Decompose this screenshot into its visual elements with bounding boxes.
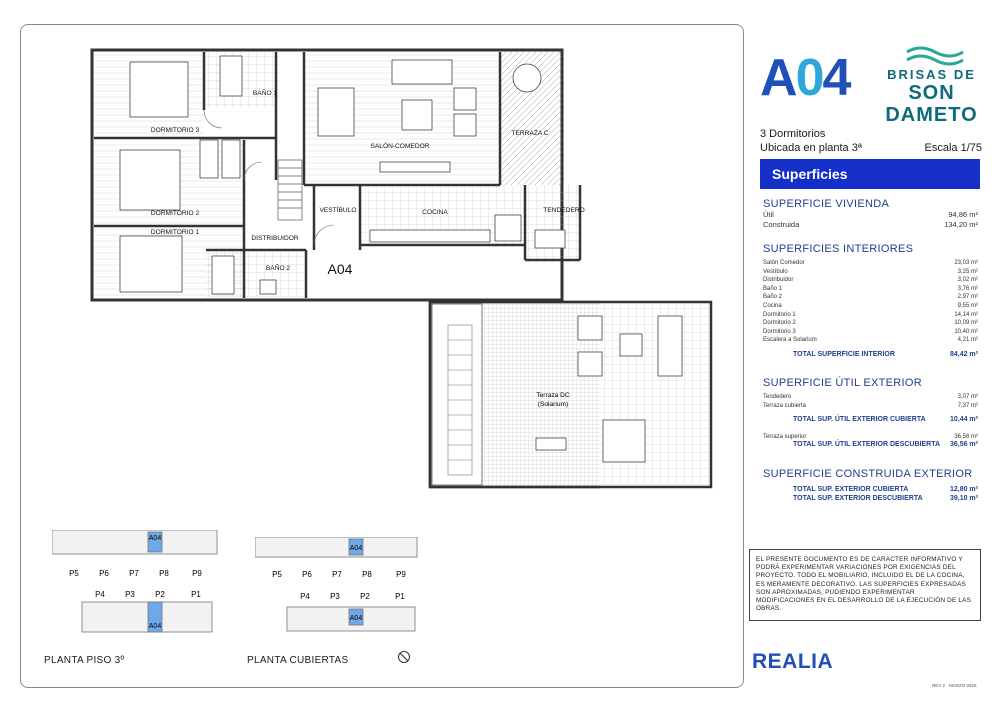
unit-meta: 3 Dormitorios Ubicada en planta 3ª Escal… xyxy=(760,127,982,155)
label-terraza-dc: Terraza DC xyxy=(536,392,570,399)
label-planta-piso: PLANTA PISO 3º xyxy=(44,655,125,666)
svg-text:P8: P8 xyxy=(362,570,372,579)
svg-text:P6: P6 xyxy=(302,570,312,579)
interior-walls xyxy=(94,52,582,298)
label-salon: SALÓN-COMEDOR xyxy=(371,141,430,150)
svg-text:P1: P1 xyxy=(395,592,405,601)
tendedero-floor xyxy=(525,185,580,260)
svg-text:P1: P1 xyxy=(191,590,201,599)
solarium-plan: Terraza DC (Solarium) xyxy=(428,300,713,489)
unit-label-plan: A04 xyxy=(328,261,353,277)
company-logo: REALIA xyxy=(752,650,834,673)
svg-text:P6: P6 xyxy=(99,569,109,578)
label-banyo2: BAÑO 2 xyxy=(266,263,291,272)
label-dorm2: DORMITORIO 2 xyxy=(151,210,200,217)
label-solarium: (Solarium) xyxy=(538,401,568,408)
logo: A04 BRISAS DE SON DAMETO xyxy=(760,46,985,126)
svg-text:P9: P9 xyxy=(192,569,202,578)
svg-text:P3: P3 xyxy=(330,592,340,601)
svg-text:P2: P2 xyxy=(155,590,165,599)
keyplan-piso: A04 A04 P5 P6 P7 P8 P9 P4 P3 P2 P1 xyxy=(52,530,218,633)
location-text: Ubicada en planta 3ª xyxy=(760,142,862,154)
svg-text:A04: A04 xyxy=(350,615,363,622)
svg-text:P7: P7 xyxy=(129,569,139,578)
svg-text:P3: P3 xyxy=(125,590,135,599)
label-vestibulo: VESTÍBULO xyxy=(319,205,356,214)
svg-text:P9: P9 xyxy=(396,570,406,579)
svg-text:A04: A04 xyxy=(149,535,162,542)
superficies-header: Superficies xyxy=(760,159,980,189)
brand-name: BRISAS DE SON DAMETO xyxy=(885,67,978,127)
scale-text: Escala 1/75 xyxy=(924,142,982,154)
bedrooms-text: 3 Dormitorios xyxy=(760,128,826,140)
stair xyxy=(277,159,303,221)
label-terraza-c: TERRAZA C xyxy=(511,130,548,137)
svg-text:P4: P4 xyxy=(95,590,105,599)
svg-text:P5: P5 xyxy=(69,569,79,578)
label-tendedero: TENDEDERO xyxy=(543,207,584,214)
svg-text:P7: P7 xyxy=(332,570,342,579)
label-cocina: COCINA xyxy=(422,209,448,216)
disclaimer-note: EL PRESENTE DOCUMENTO ES DE CARACTER INF… xyxy=(749,549,981,621)
room-labels: BAÑO 1 SALÓN-COMEDOR DORMITORIO 3 TERRAZ… xyxy=(151,88,585,272)
revision-text: REV 2 · MARZO 2018 xyxy=(932,683,977,688)
unit-code: A04 xyxy=(760,49,851,107)
svg-text:P2: P2 xyxy=(360,592,370,601)
label-banyo1: BAÑO 1 xyxy=(253,88,278,97)
label-distribuidor: DISTRIBUIDOR xyxy=(251,235,298,242)
label-dorm1: DORMITORIO 1 xyxy=(151,229,200,236)
svg-text:P5: P5 xyxy=(272,570,282,579)
svg-text:A04: A04 xyxy=(149,623,162,630)
wave-icon xyxy=(906,46,964,66)
svg-text:P8: P8 xyxy=(159,569,169,578)
svg-text:P4: P4 xyxy=(300,592,310,601)
section-construida-exterior: SUPERFICIE CONSTRUIDA EXTERIOR TOTAL SUP… xyxy=(763,468,978,502)
north-arrow-icon xyxy=(398,651,410,663)
label-dorm3: DORMITORIO 3 xyxy=(151,127,200,134)
svg-text:A04: A04 xyxy=(350,545,363,552)
label-planta-cubiertas: PLANTA CUBIERTAS xyxy=(247,655,349,666)
keyplan-cubiertas: A04 A04 P5 P6 P7 P8 P9 P4 P3 P2 P1 xyxy=(255,537,418,632)
furniture xyxy=(119,55,566,295)
drawing-frame xyxy=(20,24,744,688)
